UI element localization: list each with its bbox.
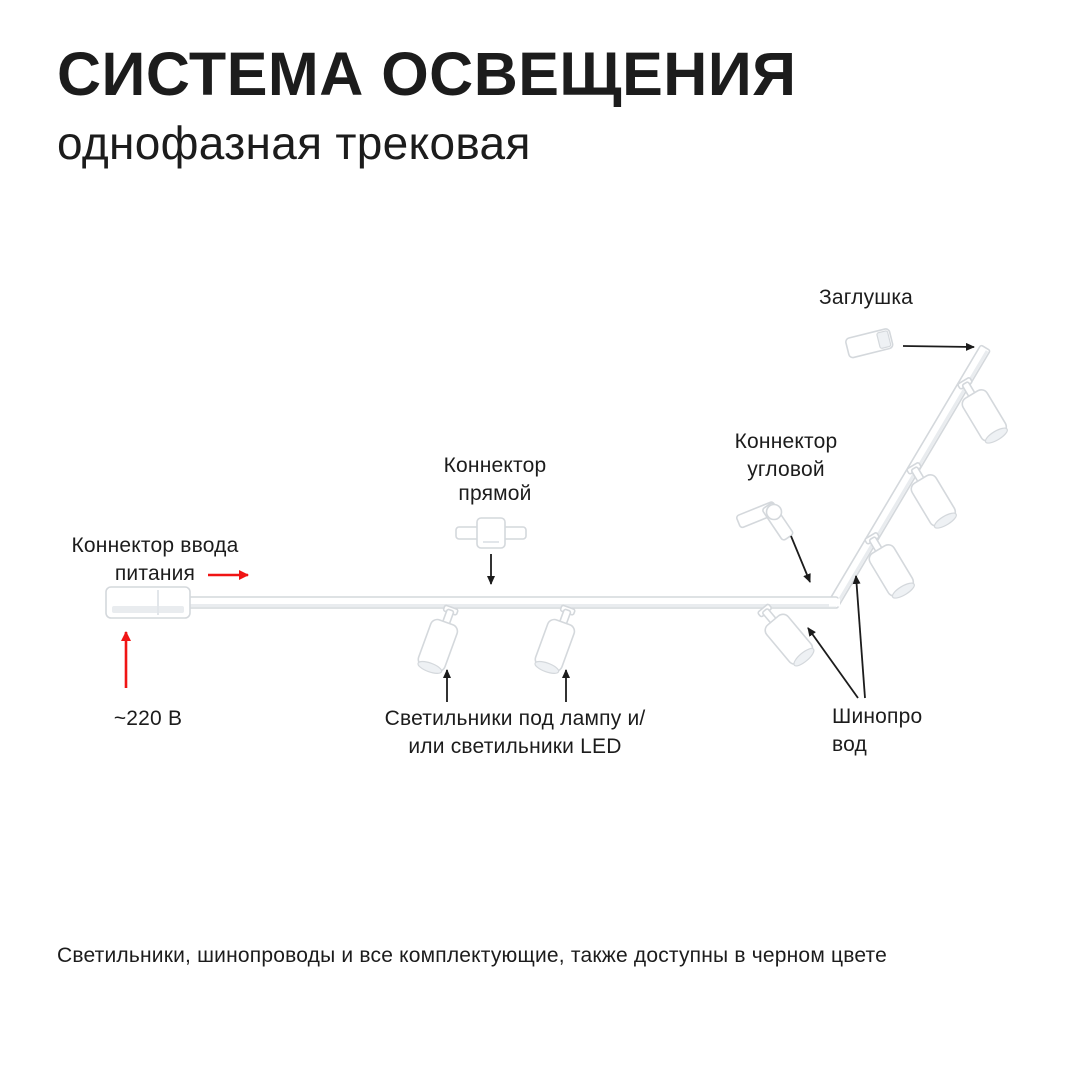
corner-connector-arrow (790, 535, 811, 583)
label-busbar-line2: вод (832, 732, 867, 756)
label-power-input: Коннектор ввода питания (71, 534, 239, 585)
power-input-connector-graphic (105, 586, 191, 619)
spotlight-6 (950, 372, 1012, 448)
straight-connector-graphic (455, 517, 527, 549)
page-subtitle: однофазная трековая (57, 117, 531, 170)
page-title: СИСТЕМА ОСВЕЩЕНИЯ (57, 40, 797, 108)
label-busbar: Шинопро вод (832, 703, 952, 759)
label-straight-connector: Коннектор прямой (443, 454, 547, 505)
busbar-arrow-right (852, 575, 866, 699)
label-endcap: Заглушка (818, 286, 914, 309)
footer-note: Светильники, шинопроводы и все комплекту… (57, 944, 887, 967)
track-horizontal-rail (183, 596, 839, 609)
corner-connector-graphic (736, 501, 794, 541)
spotlight-2 (531, 601, 583, 678)
spotlight-5 (899, 457, 961, 533)
endcap-graphic (845, 328, 894, 359)
label-corner-connector: Коннектор угловой (734, 430, 838, 481)
spotlight-3 (751, 598, 819, 671)
spotlight-1 (414, 601, 466, 678)
annotation-arrows (121, 342, 975, 702)
endcap-arrow (902, 342, 975, 351)
track-corner-joint (829, 598, 840, 607)
header: СИСТЕМА ОСВЕЩЕНИЯ однофазная трековая (57, 42, 797, 170)
label-busbar-line1: Шинопро (832, 705, 923, 728)
busbar-arrow-left (807, 627, 859, 699)
spotlight-4 (857, 527, 919, 603)
label-voltage: ~220 В (113, 707, 183, 730)
label-fixtures: Светильники под лампу и/или светильники … (384, 707, 646, 758)
